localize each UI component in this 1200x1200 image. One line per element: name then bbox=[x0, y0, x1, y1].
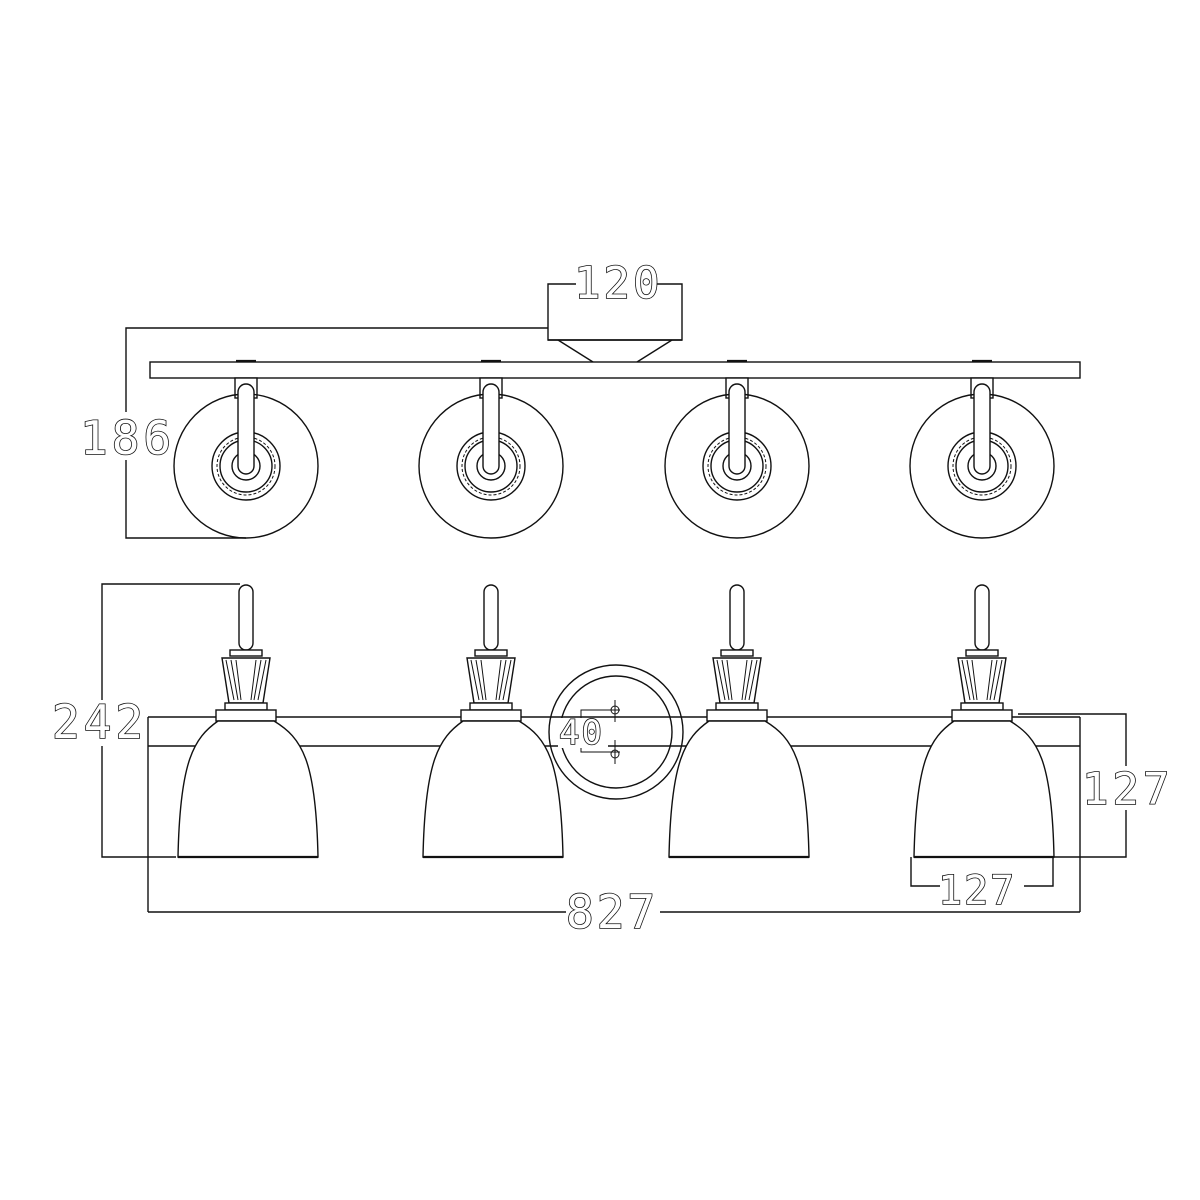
shade-width-dimension-127: 127 bbox=[910, 857, 1054, 915]
width-dimension-827: 827 bbox=[148, 884, 1080, 940]
backplate-dimension-40: 40 bbox=[558, 700, 620, 764]
dimension-label-127-height: 127 bbox=[1082, 764, 1173, 815]
dimension-label-186: 186 bbox=[80, 411, 175, 465]
top-view: 186 120 bbox=[78, 257, 1081, 539]
front-view: 242 40 bbox=[51, 583, 1173, 940]
backplate-dimension-120: 120 bbox=[547, 257, 683, 363]
front-rail bbox=[147, 716, 1081, 912]
shade-height-dimension-127: 127 bbox=[1018, 713, 1173, 858]
front-view-shades bbox=[177, 584, 1055, 859]
dimension-label-127-width: 127 bbox=[938, 868, 1016, 914]
dimension-label-40: 40 bbox=[559, 713, 604, 753]
height-dimension-242: 242 bbox=[51, 583, 240, 858]
dimension-label-242: 242 bbox=[52, 695, 147, 749]
front-shade-3 bbox=[668, 584, 810, 859]
top-view-rail bbox=[149, 361, 1081, 379]
top-shade-4 bbox=[909, 359, 1055, 539]
dimension-label-120: 120 bbox=[574, 258, 662, 309]
depth-dimension-186: 186 bbox=[78, 327, 548, 539]
front-shade-1 bbox=[177, 584, 319, 859]
front-shade-4 bbox=[913, 584, 1055, 859]
top-shade-1 bbox=[173, 359, 319, 539]
dimension-label-827: 827 bbox=[566, 885, 658, 939]
top-shade-3 bbox=[664, 359, 810, 539]
top-view-shades bbox=[173, 359, 1055, 539]
top-shade-2 bbox=[418, 359, 564, 539]
front-shade-2 bbox=[422, 584, 564, 859]
